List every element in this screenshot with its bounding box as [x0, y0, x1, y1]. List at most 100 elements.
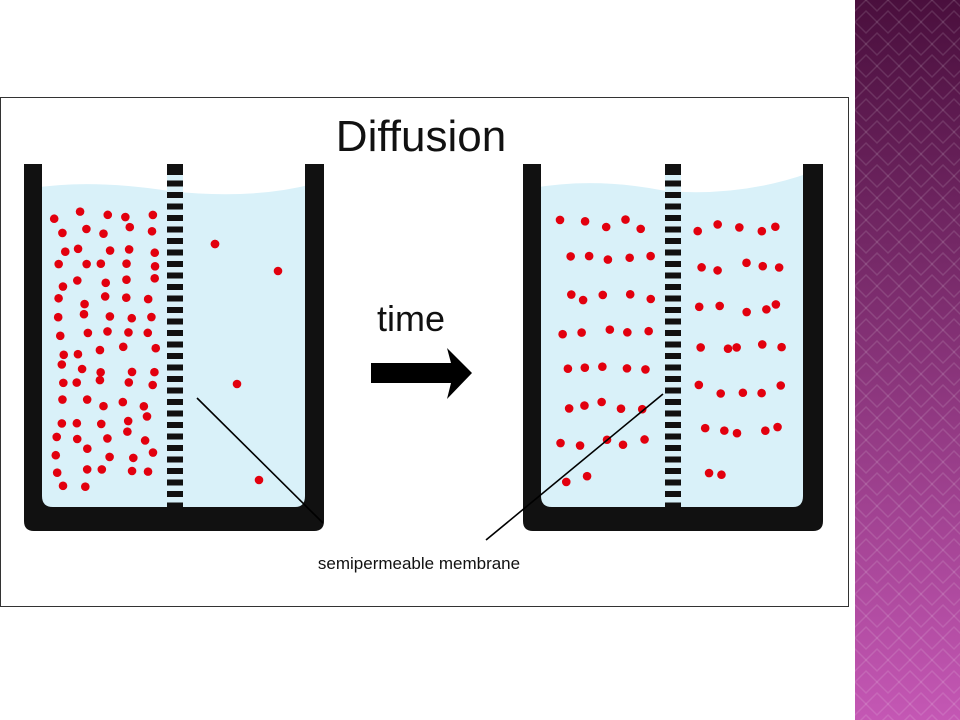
band-diamond: [855, 603, 868, 629]
band-diamond: [930, 207, 956, 233]
band-diamond: [864, 163, 890, 189]
band-diamond: [875, 273, 901, 299]
particle: [696, 343, 705, 352]
band-diamond: [886, 339, 912, 365]
band-diamond: [875, 449, 901, 475]
particle: [641, 365, 650, 374]
membrane-gap: [665, 416, 681, 422]
band-diamond: [875, 361, 901, 387]
band-diamond: [897, 9, 923, 35]
band-diamond: [855, 251, 868, 277]
band-diamond: [908, 207, 934, 233]
particle: [556, 438, 565, 448]
band-diamond: [919, 185, 945, 211]
band-diamond: [886, 295, 912, 321]
particle: [52, 468, 62, 477]
particle: [717, 470, 726, 480]
band-diamond: [886, 427, 912, 453]
band-diamond: [875, 493, 901, 519]
membrane-gap: [167, 290, 183, 296]
band-diamond: [864, 647, 890, 673]
particle: [273, 266, 283, 276]
band-diamond: [864, 515, 890, 541]
particle: [598, 362, 607, 371]
particle: [73, 276, 82, 285]
membrane-gap: [167, 359, 183, 365]
band-diamond: [875, 537, 901, 563]
particle: [716, 389, 726, 398]
particle: [147, 312, 156, 322]
band-diamond: [855, 559, 868, 585]
band-diamond: [952, 388, 960, 404]
band-diamond: [855, 185, 879, 211]
membrane-gap: [167, 209, 183, 215]
particle: [646, 251, 655, 261]
band-diamond: [919, 625, 945, 651]
particle: [124, 378, 134, 387]
particle: [563, 364, 573, 374]
particle: [761, 426, 770, 435]
membrane-gap: [167, 485, 183, 491]
band-diamond: [897, 537, 923, 563]
band-diamond: [875, 625, 901, 651]
band-diamond: [941, 625, 960, 651]
band-diamond: [919, 273, 945, 299]
particle: [125, 222, 135, 232]
leader-line-after: [485, 393, 664, 541]
band-diamond: [941, 669, 960, 695]
band-diamond: [897, 493, 923, 519]
band-diamond: [941, 405, 960, 431]
container-after: [523, 164, 823, 531]
band-diamond: [930, 471, 956, 497]
particle: [693, 226, 703, 236]
particles-before-right: [210, 239, 283, 485]
band-diamond: [930, 339, 956, 365]
band-diamond: [930, 251, 956, 277]
band-diamond: [908, 603, 934, 629]
band-diamond: [930, 427, 956, 453]
particle: [95, 375, 105, 385]
band-diamond: [952, 696, 960, 712]
band-diamond: [908, 119, 934, 145]
particle: [49, 214, 59, 224]
band-diamond: [855, 9, 879, 35]
particle: [123, 427, 132, 436]
particle: [605, 325, 615, 334]
band-diamond: [864, 0, 890, 13]
band-diamond: [875, 405, 901, 431]
band-diamond: [952, 212, 960, 228]
band-diamond: [919, 141, 945, 167]
band-diamond: [941, 449, 960, 475]
membrane-gap: [665, 221, 681, 227]
membrane-gap: [665, 485, 681, 491]
band-diamond: [897, 669, 923, 695]
band-diamond: [855, 119, 868, 145]
band-diamond: [919, 361, 945, 387]
band-diamond: [855, 647, 868, 673]
band-diamond: [930, 119, 956, 145]
band-diamond: [952, 344, 960, 360]
membrane-gap: [167, 175, 183, 181]
particle: [776, 381, 786, 390]
band-diamond: [855, 427, 868, 453]
particle: [704, 468, 714, 478]
band-diamond: [930, 383, 956, 409]
band-diamond: [941, 53, 960, 79]
band-diamond: [941, 493, 960, 519]
membrane-gap: [665, 209, 681, 215]
particle: [72, 418, 82, 428]
band-diamond: [952, 124, 960, 140]
particle: [597, 397, 606, 407]
membrane-gap: [665, 267, 681, 273]
band-diamond: [941, 273, 960, 299]
band-diamond: [855, 53, 879, 79]
particle: [618, 440, 628, 450]
particle: [713, 220, 722, 229]
band-diamond: [886, 75, 912, 101]
membrane-gap: [665, 198, 681, 204]
band-diamond: [886, 383, 912, 409]
band-diamond: [897, 581, 923, 607]
particle: [254, 475, 264, 485]
band-diamond: [908, 471, 934, 497]
particle: [598, 290, 608, 300]
